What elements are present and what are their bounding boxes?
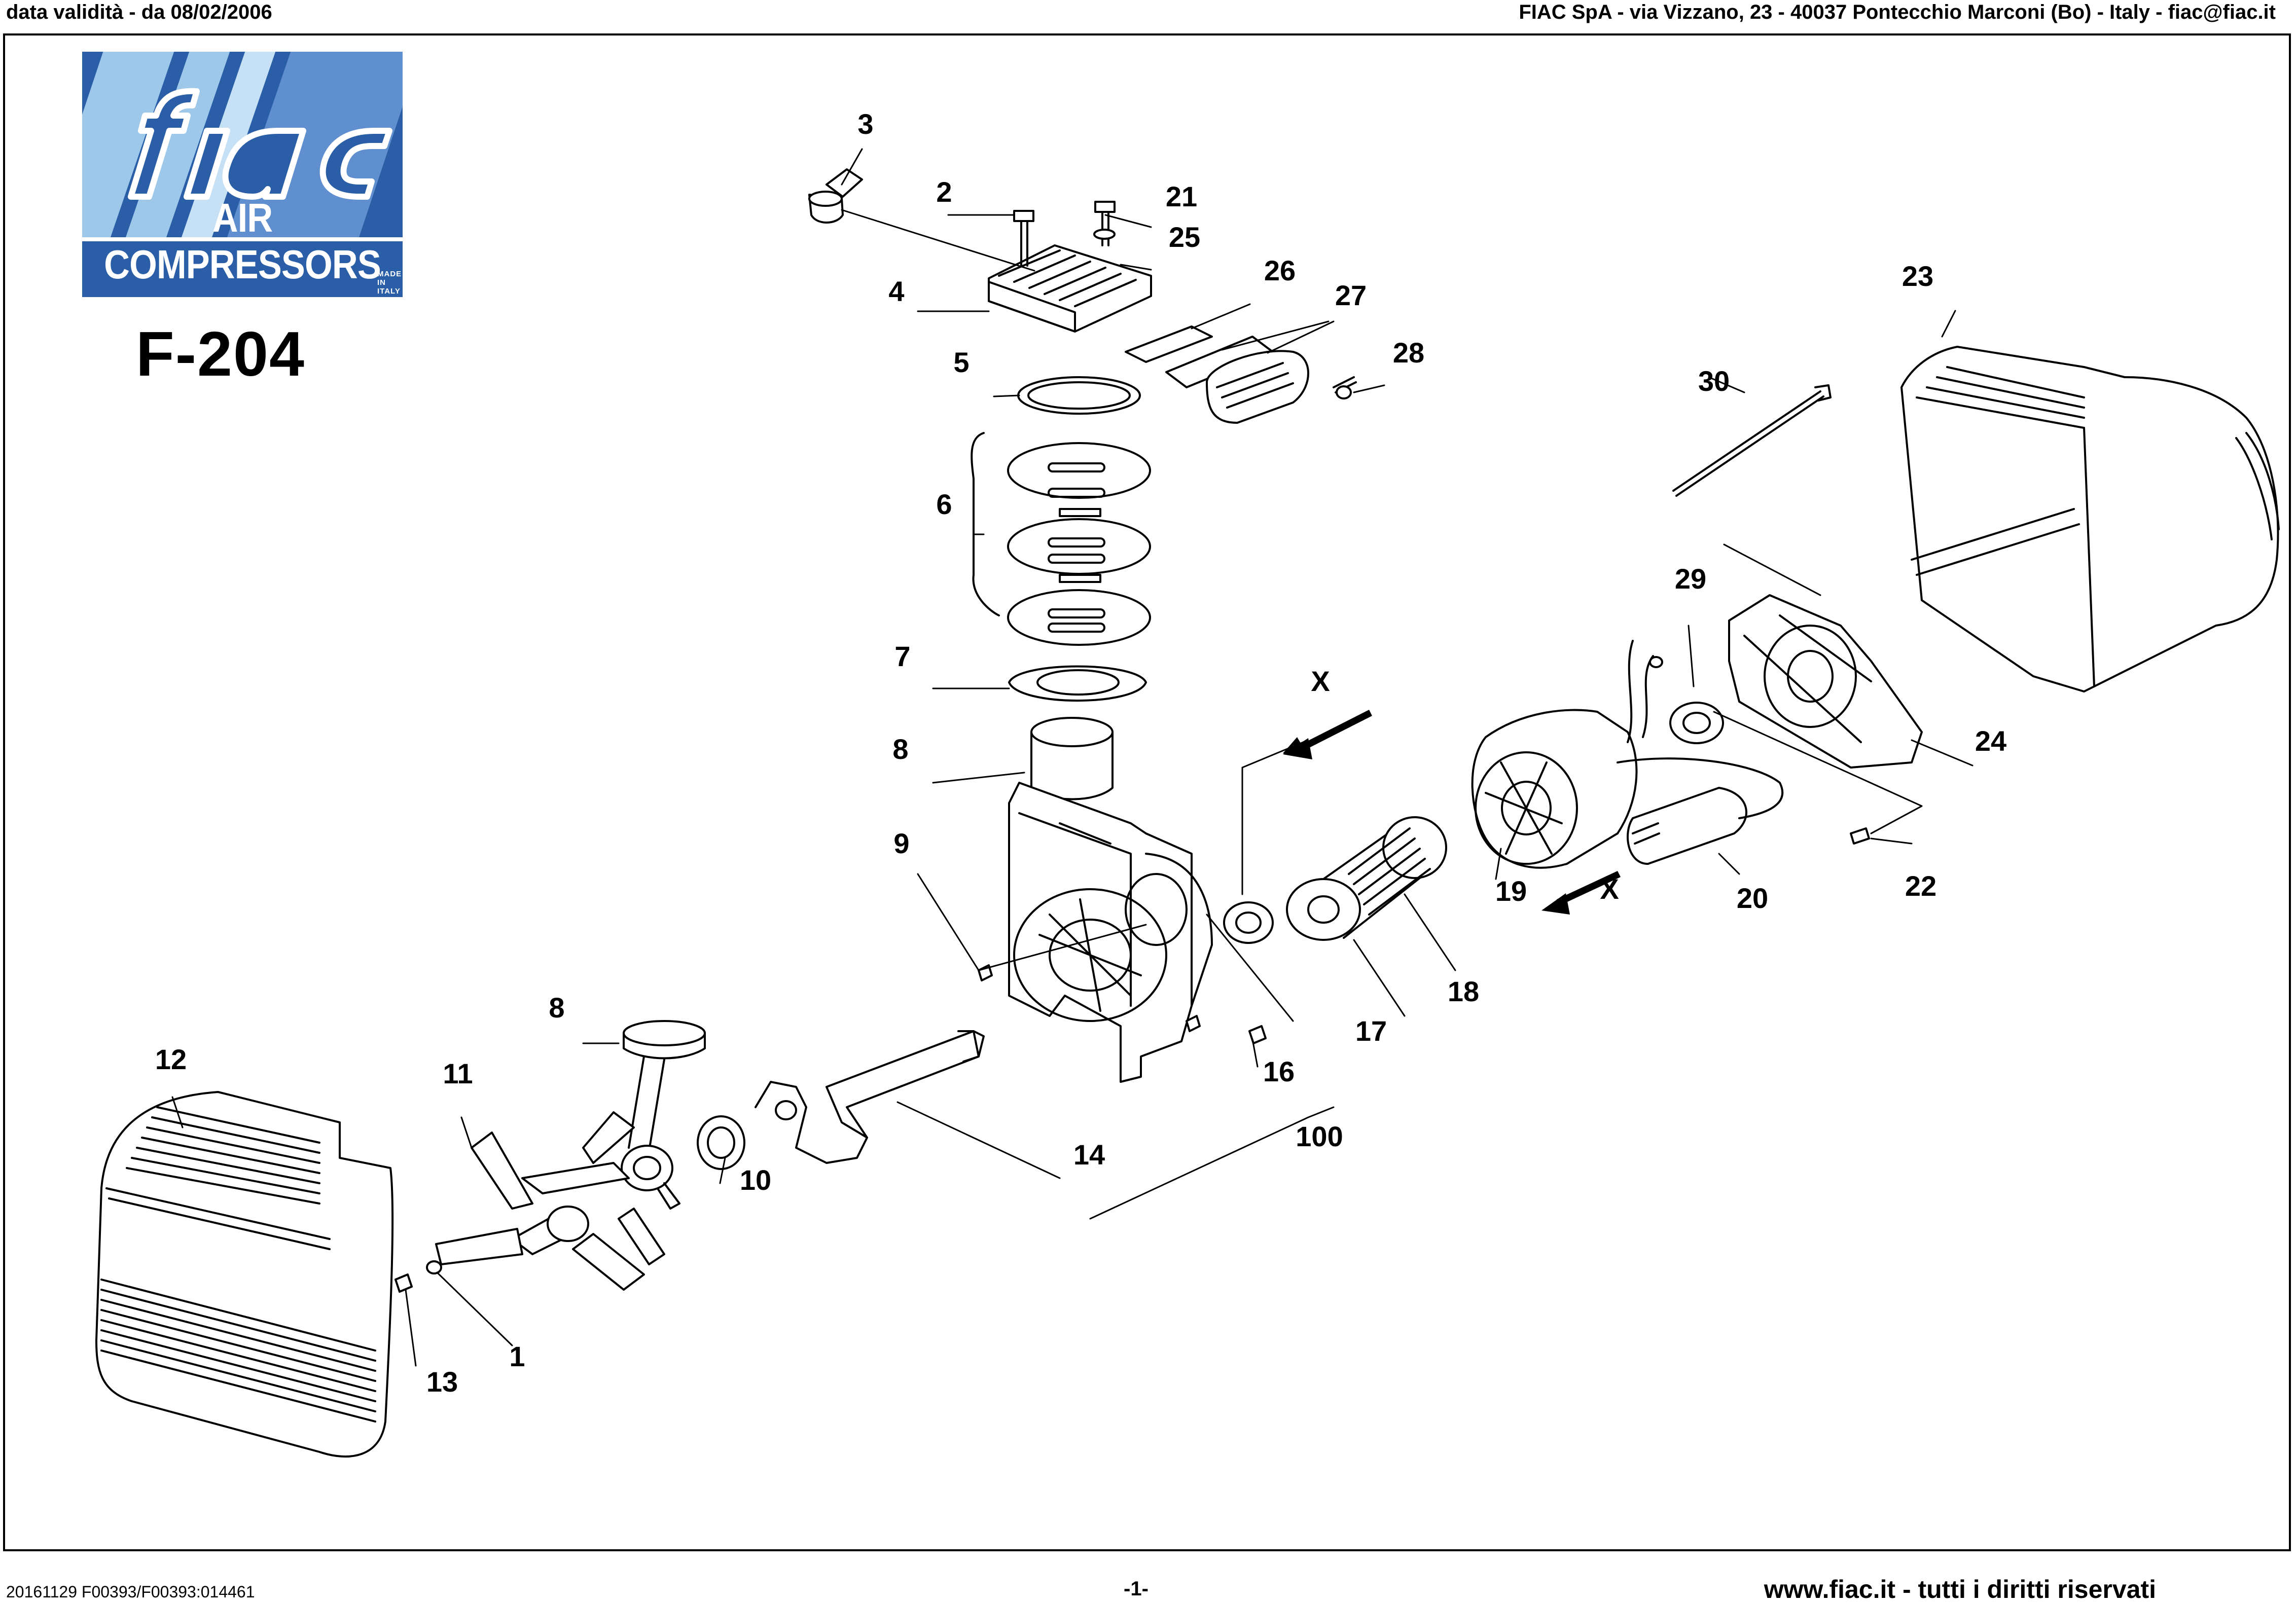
stator	[1471, 640, 1663, 869]
callout-22: 22	[1905, 870, 1937, 902]
arrow-x-label-upper: X	[1311, 665, 1330, 697]
callout-17: 17	[1355, 1015, 1387, 1047]
callout-23: 23	[1902, 260, 1934, 292]
callout-25: 25	[1168, 221, 1201, 253]
validity-date: data validità - da 08/02/2006	[6, 1, 272, 23]
bearing-10	[697, 1115, 745, 1170]
callout-11: 11	[443, 1058, 473, 1089]
callout-29: 29	[1674, 563, 1707, 595]
callout-2: 2	[936, 176, 952, 208]
callout-28: 28	[1392, 337, 1425, 369]
callout-19: 19	[1495, 875, 1527, 907]
callout-100: 100	[1296, 1120, 1343, 1152]
callout-20: 20	[1736, 882, 1769, 914]
callout-4: 4	[888, 275, 905, 307]
callout-18: 18	[1447, 975, 1480, 1007]
document-reference: 20161129 F00393/F00393:014461	[6, 1583, 255, 1601]
fan-nut-washer	[394, 1260, 442, 1293]
callout-12: 12	[155, 1043, 187, 1075]
callout-1: 1	[509, 1340, 525, 1372]
callout-26: 26	[1264, 254, 1296, 286]
arrow-x-upper	[1283, 710, 1372, 759]
exploded-view	[95, 148, 2280, 1458]
connecting-rod	[621, 1020, 706, 1210]
rotor	[1286, 816, 1447, 941]
callout-8-lower: 8	[549, 992, 565, 1024]
bearing-17	[1223, 901, 1274, 944]
cylinder-head	[988, 244, 1152, 333]
callout-3: 3	[857, 108, 874, 140]
fan-cover	[95, 1091, 394, 1458]
tie-rod-30	[1672, 384, 1832, 497]
logo-graphic	[75, 45, 410, 297]
company-address: FIAC SpA - via Vizzano, 23 - 40037 Ponte…	[1519, 1, 2276, 23]
nuts-bolts	[978, 964, 1267, 1044]
callout-9: 9	[893, 827, 910, 859]
drawing-frame: 3 2 21 25 4 26 27 28 5 6 7 8 9 8 11 12 1…	[3, 33, 2291, 1551]
end-shield	[1728, 594, 1923, 769]
head-gasket	[1017, 376, 1141, 415]
callout-21: 21	[1165, 180, 1198, 212]
callout-8-upper: 8	[892, 733, 909, 765]
page-number: -1-	[1124, 1578, 1149, 1600]
callout-30: 30	[1698, 365, 1730, 397]
callout-16: 16	[1263, 1055, 1295, 1087]
fiac-logo: MADE IN ITALY AIR COMPRESSORS	[75, 45, 410, 297]
callout-14: 14	[1073, 1139, 1105, 1171]
crankcase	[1008, 782, 1213, 1083]
callout-10: 10	[739, 1164, 772, 1196]
motor-cover	[1900, 346, 2280, 692]
arrow-x-lower	[1541, 871, 1621, 915]
bearing-29	[1669, 702, 1724, 744]
callout-5: 5	[953, 346, 970, 378]
callout-13: 13	[426, 1366, 458, 1398]
callout-27: 27	[1335, 279, 1367, 311]
made-in-italy: MADE IN ITALY	[377, 270, 402, 296]
callout-24: 24	[1975, 725, 2007, 757]
elbow-fitting	[808, 168, 863, 224]
model-title: F-204	[136, 319, 305, 389]
capacitor	[1617, 757, 1784, 865]
arrow-x-label-lower: X	[1600, 873, 1619, 905]
screw-22	[1850, 827, 1870, 845]
valve-plate-set	[971, 432, 1151, 646]
leader-lines	[171, 148, 1974, 1367]
logo-tagline: AIR COMPRESSORS	[104, 195, 381, 287]
cylinder-gasket	[1008, 665, 1147, 702]
cylinder-liner	[1030, 717, 1114, 800]
crankshaft	[755, 1030, 985, 1164]
silencer-filter	[1125, 325, 1357, 424]
callout-6: 6	[936, 488, 952, 520]
website-copyright: www.fiac.it - tutti i diritti riservati	[1764, 1575, 2156, 1603]
cooling-fan	[435, 1111, 665, 1291]
callout-7: 7	[894, 640, 911, 672]
